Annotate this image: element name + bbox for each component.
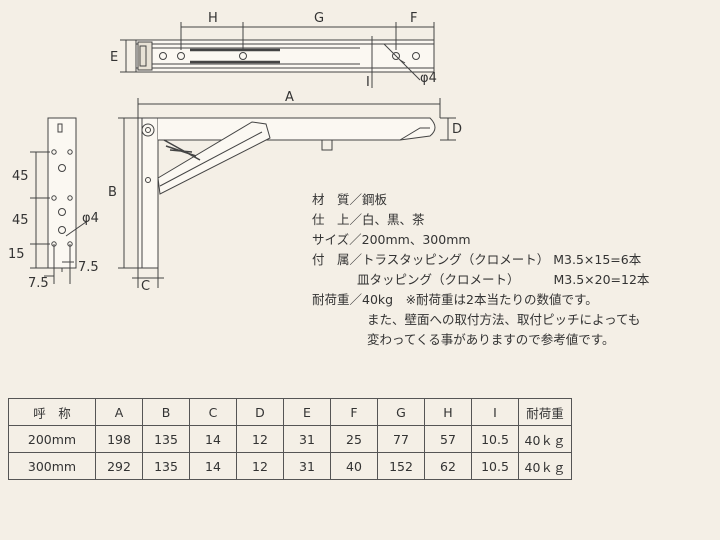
dim-label-g: G — [314, 11, 324, 26]
table-header: H — [424, 398, 472, 426]
dim-label-i: I — [366, 75, 370, 90]
table-cell: 10.5 — [471, 452, 519, 480]
table-header: D — [236, 398, 284, 426]
table-header: I — [471, 398, 519, 426]
table-header: B — [142, 398, 190, 426]
dim-label-e: E — [110, 50, 118, 65]
spec-load-capacity: 耐荷重／40kg ※耐荷重は2本当たりの数値です。 — [312, 292, 598, 307]
table-cell: 40ｋｇ — [518, 425, 572, 453]
spec-material: 材 質／鋼板 — [312, 192, 388, 207]
spec-accessory-1-label: 付 属／トラスタッピング（クロメート） — [312, 252, 550, 267]
spec-note-line-2: 変わってくる事がありますので参考値です。 — [367, 332, 615, 347]
table-header: G — [377, 398, 425, 426]
table-cell: 57 — [424, 425, 472, 453]
dim-label-h: H — [208, 11, 218, 26]
table-cell: 200mm — [8, 425, 96, 453]
dim-label-15: 15 — [8, 247, 25, 262]
dim-label-c: C — [141, 279, 150, 294]
table-row: 200mm 198 135 14 12 31 25 77 57 10.5 40ｋ… — [8, 425, 572, 453]
dim-label-f: F — [410, 11, 417, 26]
dimension-table: 呼 称 A B C D E F G H I 耐荷重 200mm 198 135 … — [8, 398, 572, 480]
table-header: 呼 称 — [8, 398, 96, 426]
dim-label-phi4-plate: φ4 — [82, 211, 99, 226]
dim-label-45-lower: 45 — [12, 213, 29, 228]
dim-label-d: D — [452, 122, 462, 137]
table-cell: 292 — [95, 452, 143, 480]
spec-size: サイズ／200mm、300mm — [312, 232, 471, 247]
table-cell: 62 — [424, 452, 472, 480]
table-header: C — [189, 398, 237, 426]
table-cell: 40ｋｇ — [518, 452, 572, 480]
table-cell: 12 — [236, 452, 284, 480]
table-cell: 198 — [95, 425, 143, 453]
dim-label-7-5-right: 7.5 — [78, 260, 99, 275]
table-cell: 31 — [283, 452, 331, 480]
table-cell: 77 — [377, 425, 425, 453]
dim-label-45-upper: 45 — [12, 169, 29, 184]
spec-block: 材 質／鋼板 仕 上／白、黒、茶 サイズ／200mm、300mm 付 属／トラス… — [312, 190, 649, 350]
top-view — [120, 22, 435, 88]
table-cell: 40 — [330, 452, 378, 480]
spec-note-line-1: また、壁面への取付方法、取付ピッチによっても — [367, 312, 641, 327]
table-header: F — [330, 398, 378, 426]
table-cell: 135 — [142, 452, 190, 480]
dim-label-a: A — [285, 90, 294, 105]
table-cell: 300mm — [8, 452, 96, 480]
dim-label-phi4-top: φ4 — [420, 71, 437, 86]
dim-label-b: B — [108, 185, 117, 200]
table-cell: 31 — [283, 425, 331, 453]
side-view — [118, 98, 456, 288]
table-cell: 135 — [142, 425, 190, 453]
table-cell: 14 — [189, 425, 237, 453]
wall-plate-view — [30, 117, 87, 284]
table-row: 300mm 292 135 14 12 31 40 152 62 10.5 40… — [8, 452, 572, 480]
table-header-row: 呼 称 A B C D E F G H I 耐荷重 — [8, 398, 572, 426]
spec-accessory-2-label: 皿タッピング（クロメート） — [357, 272, 520, 287]
table-header: E — [283, 398, 331, 426]
bracket-technical-drawing: H G F E I φ4 A B C D 45 45 15 7.5 7.5 φ4 — [8, 11, 462, 294]
table-cell: 25 — [330, 425, 378, 453]
table-cell: 10.5 — [471, 425, 519, 453]
spec-accessory-2: 皿タッピング（クロメート） M3.5×20=12本 — [312, 270, 649, 290]
table-cell: 152 — [377, 452, 425, 480]
spec-finish: 仕 上／白、黒、茶 — [312, 212, 425, 227]
dim-label-7-5-left: 7.5 — [28, 276, 49, 291]
spec-accessory-1-value: M3.5×15=6本 — [553, 252, 642, 267]
table-header: 耐荷重 — [518, 398, 572, 426]
table-cell: 14 — [189, 452, 237, 480]
spec-accessory-1: 付 属／トラスタッピング（クロメート） M3.5×15=6本 — [312, 250, 649, 270]
table-cell: 12 — [236, 425, 284, 453]
spec-accessory-2-value: M3.5×20=12本 — [553, 272, 650, 287]
table-header: A — [95, 398, 143, 426]
